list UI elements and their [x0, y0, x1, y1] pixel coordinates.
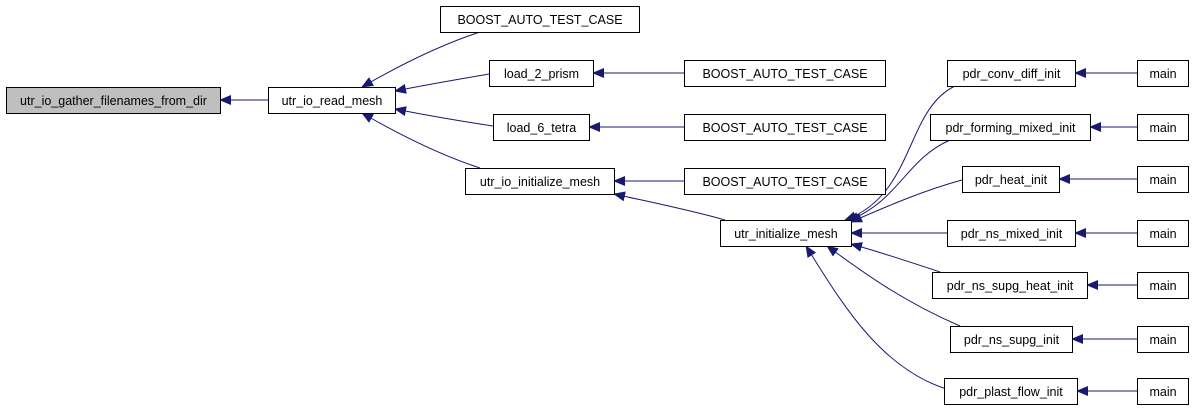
- function-node[interactable]: utr_io_initialize_mesh: [465, 168, 615, 195]
- function-node-box[interactable]: [1137, 220, 1189, 247]
- call-edge-line: [844, 85, 956, 221]
- nodes: utr_io_gather_filenames_from_dir utr_io_r…: [6, 6, 1189, 405]
- call-edge: [850, 179, 963, 223]
- function-node[interactable]: BOOST_AUTO_TEST_CASE: [440, 6, 640, 33]
- function-node[interactable]: pdr_forming_mixed_init: [930, 114, 1091, 141]
- function-node-label: load_2_prism: [504, 67, 579, 81]
- call-edge: [361, 31, 481, 88]
- function-node-box[interactable]: [947, 60, 1076, 87]
- function-node-label: utr_io_initialize_mesh: [480, 175, 600, 189]
- function-node-label: load_6_tetra: [507, 121, 577, 135]
- function-node[interactable]: pdr_conv_diff_init: [947, 60, 1076, 87]
- call-edge-line: [394, 73, 490, 94]
- function-node-label: pdr_ns_mixed_init: [961, 227, 1063, 241]
- function-node[interactable]: main: [1137, 114, 1189, 141]
- call-edge: [826, 245, 961, 327]
- function-node-label: main: [1149, 385, 1176, 399]
- function-node-label: utr_io_gather_filenames_from_dir: [20, 94, 207, 108]
- call-edge: [844, 85, 956, 221]
- call-edge: [394, 73, 490, 94]
- call-edge-line: [850, 242, 941, 273]
- function-node-box[interactable]: [684, 114, 886, 141]
- function-node[interactable]: main: [1137, 378, 1189, 405]
- function-node-label: utr_io_read_mesh: [282, 94, 383, 108]
- function-node[interactable]: pdr_ns_supg_heat_init: [932, 272, 1088, 299]
- function-node-label: pdr_conv_diff_init: [963, 67, 1061, 81]
- function-node-box[interactable]: [950, 326, 1073, 353]
- function-node[interactable]: load_6_tetra: [493, 114, 590, 141]
- function-node-label: pdr_ns_supg_init: [964, 333, 1060, 347]
- function-node[interactable]: BOOST_AUTO_TEST_CASE: [684, 168, 886, 195]
- call-edge-line: [361, 112, 481, 169]
- function-node-label: pdr_heat_init: [975, 173, 1048, 187]
- function-node[interactable]: BOOST_AUTO_TEST_CASE: [684, 60, 886, 87]
- function-node[interactable]: BOOST_AUTO_TEST_CASE: [684, 114, 886, 141]
- function-node-label: BOOST_AUTO_TEST_CASE: [702, 67, 867, 81]
- call-edge: [361, 112, 481, 169]
- function-node-box[interactable]: [1137, 378, 1189, 405]
- function-node[interactable]: utr_initialize_mesh: [720, 220, 852, 247]
- function-node-box[interactable]: [947, 220, 1076, 247]
- function-node-label: utr_initialize_mesh: [734, 227, 838, 241]
- call-edge-line: [361, 31, 481, 88]
- call-edge-line: [826, 245, 961, 327]
- function-node[interactable]: pdr_heat_init: [962, 166, 1060, 193]
- call-edge-line: [394, 106, 494, 127]
- function-node-label: pdr_plast_flow_init: [959, 385, 1063, 399]
- call-edge: [613, 191, 726, 221]
- call-edge: [847, 139, 951, 222]
- function-node[interactable]: pdr_plast_flow_init: [944, 378, 1078, 405]
- call-edge-line: [847, 139, 951, 222]
- function-node-label: pdr_ns_supg_heat_init: [947, 279, 1074, 293]
- function-node[interactable]: main: [1137, 166, 1189, 193]
- call-edge: [394, 106, 494, 127]
- function-node-box[interactable]: [493, 114, 590, 141]
- function-node-box[interactable]: [1137, 166, 1189, 193]
- call-edge: [850, 242, 941, 273]
- function-node-label: pdr_forming_mixed_init: [946, 121, 1076, 135]
- function-node-box[interactable]: [944, 378, 1078, 405]
- function-node[interactable]: utr_io_gather_filenames_from_dir: [6, 87, 221, 114]
- edges: [219, 31, 1137, 396]
- function-node[interactable]: load_2_prism: [489, 60, 594, 87]
- function-node[interactable]: main: [1137, 60, 1189, 87]
- function-node-box[interactable]: [440, 6, 640, 33]
- function-node-box[interactable]: [932, 272, 1088, 299]
- function-node-box[interactable]: [930, 114, 1091, 141]
- function-node-box[interactable]: [1137, 114, 1189, 141]
- function-node[interactable]: main: [1137, 220, 1189, 247]
- function-node-box[interactable]: [962, 166, 1060, 193]
- function-node-label: BOOST_AUTO_TEST_CASE: [457, 13, 622, 27]
- call-edge-line: [805, 245, 951, 391]
- function-node-label: main: [1149, 121, 1176, 135]
- function-node-box[interactable]: [489, 60, 594, 87]
- function-node-box[interactable]: [720, 220, 852, 247]
- function-node-box[interactable]: [465, 168, 615, 195]
- function-node-box[interactable]: [1137, 326, 1189, 353]
- function-node-label: main: [1149, 279, 1176, 293]
- function-node[interactable]: utr_io_read_mesh: [268, 87, 396, 114]
- function-node-box[interactable]: [684, 168, 886, 195]
- function-node-box[interactable]: [268, 87, 396, 114]
- function-node-box[interactable]: [6, 87, 221, 114]
- function-node-label: main: [1149, 333, 1176, 347]
- function-node-box[interactable]: [1137, 272, 1189, 299]
- function-node-box[interactable]: [684, 60, 886, 87]
- call-edge-line: [850, 179, 963, 223]
- function-node-label: main: [1149, 67, 1176, 81]
- function-node[interactable]: pdr_ns_supg_init: [950, 326, 1073, 353]
- function-node-label: BOOST_AUTO_TEST_CASE: [702, 175, 867, 189]
- function-node-label: main: [1149, 173, 1176, 187]
- function-node[interactable]: main: [1137, 272, 1189, 299]
- function-node-label: main: [1149, 227, 1176, 241]
- function-node[interactable]: pdr_ns_mixed_init: [947, 220, 1076, 247]
- call-edge-line: [613, 191, 726, 221]
- function-node[interactable]: main: [1137, 326, 1189, 353]
- function-node-box[interactable]: [1137, 60, 1189, 87]
- function-node-label: BOOST_AUTO_TEST_CASE: [702, 121, 867, 135]
- call-edge: [805, 245, 951, 391]
